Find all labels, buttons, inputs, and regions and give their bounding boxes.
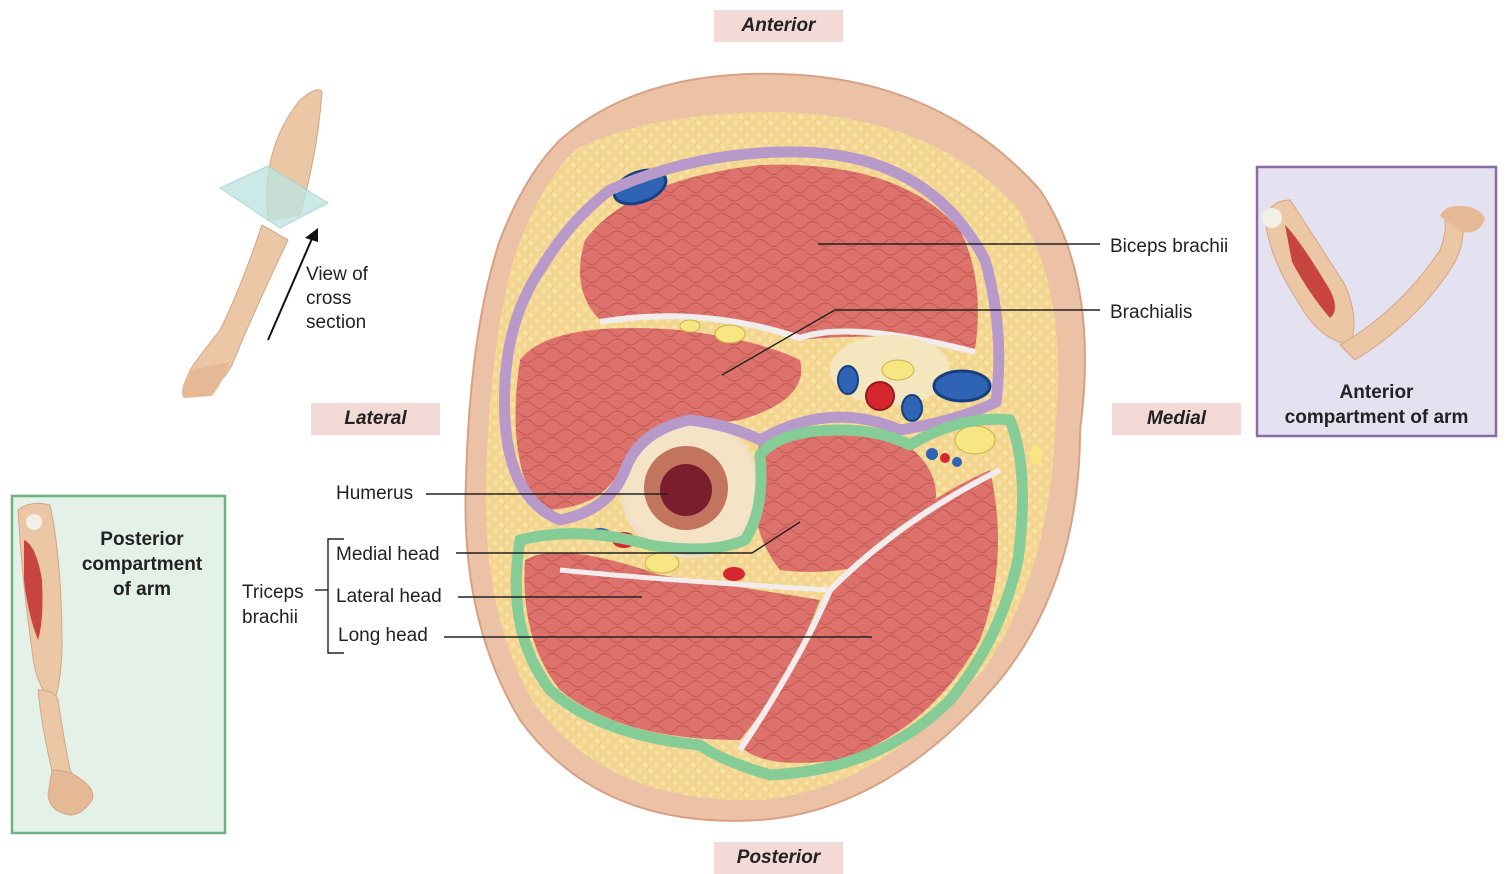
- biceps-brachii-label: Biceps brachii: [1110, 236, 1228, 258]
- view-line-1: View of: [306, 263, 368, 287]
- medial-head-label: Medial head: [336, 544, 440, 566]
- arm-orientation-figure: [182, 90, 328, 398]
- triceps-line-2: brachii: [242, 605, 304, 630]
- lateral-head-label: Lateral head: [336, 586, 442, 608]
- posterior-title-line-1: Posterior: [62, 527, 222, 552]
- anterior-title-line-2: compartment of arm: [1258, 405, 1495, 430]
- posterior-compartment-title: Posterior compartment of arm: [62, 527, 222, 602]
- posterior-title-line-3: of arm: [62, 577, 222, 602]
- humerus-label: Humerus: [336, 483, 413, 505]
- triceps-brachii-label: Triceps brachii: [242, 580, 304, 630]
- lateral-label: Lateral: [311, 403, 440, 435]
- posterior-label: Posterior: [714, 842, 843, 874]
- posterior-title-line-2: compartment: [62, 552, 222, 577]
- anterior-title-line-1: Anterior: [1258, 380, 1495, 405]
- anterior-compartment-title: Anterior compartment of arm: [1258, 380, 1495, 430]
- medial-label: Medial: [1112, 403, 1241, 435]
- view-line-2: cross: [306, 287, 368, 311]
- view-of-cross-section-label: View of cross section: [306, 263, 368, 335]
- view-line-3: section: [306, 311, 368, 335]
- long-head-label: Long head: [338, 625, 428, 647]
- brachialis-label: Brachialis: [1110, 302, 1192, 324]
- anterior-label: Anterior: [714, 10, 843, 42]
- triceps-line-1: Triceps: [242, 580, 304, 605]
